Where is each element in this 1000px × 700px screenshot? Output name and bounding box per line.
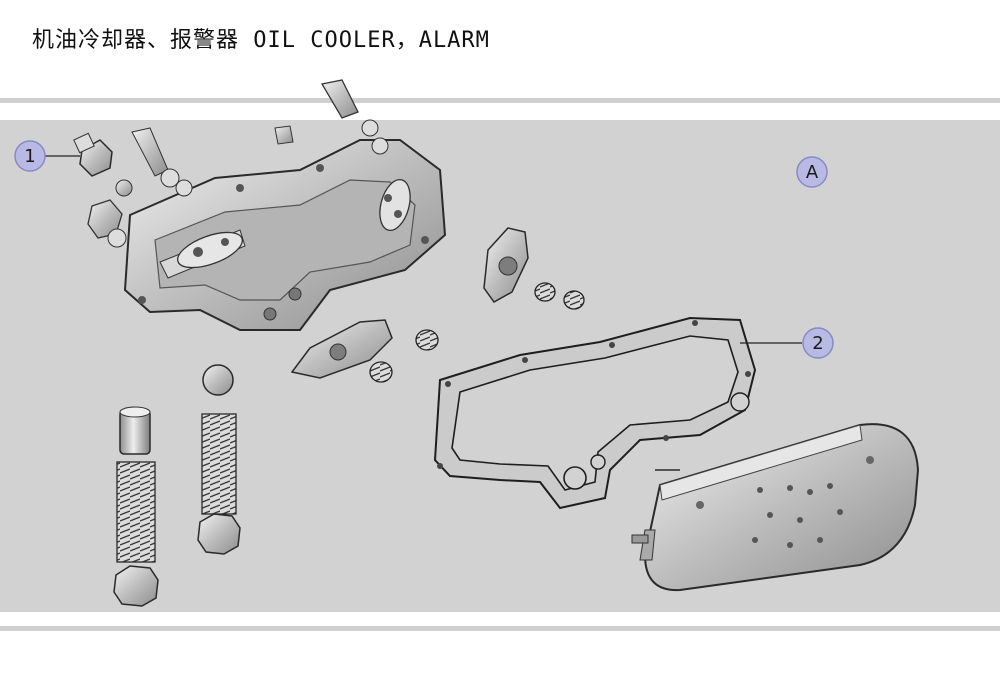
cooler-gasket (433, 316, 757, 510)
cooler-housing (123, 139, 447, 331)
bottom-divider (0, 626, 1000, 631)
small-gaskets (290, 227, 529, 379)
callout-2: 2 (802, 327, 834, 359)
o-rings (369, 282, 585, 383)
relief-valve-middle (197, 364, 241, 555)
callout-1-label: 1 (24, 146, 35, 167)
view-label-badge: A (796, 156, 828, 188)
housing-hardware (73, 79, 389, 248)
cooler-core (631, 423, 920, 592)
callout-2-label: 2 (812, 333, 823, 354)
callout-1: 1 (14, 140, 46, 172)
relief-valve-left (113, 406, 159, 607)
top-divider (0, 98, 1000, 103)
page-title: 机油冷却器、报警器 OIL COOLER，ALARM (32, 28, 490, 53)
view-label: A (806, 162, 819, 183)
